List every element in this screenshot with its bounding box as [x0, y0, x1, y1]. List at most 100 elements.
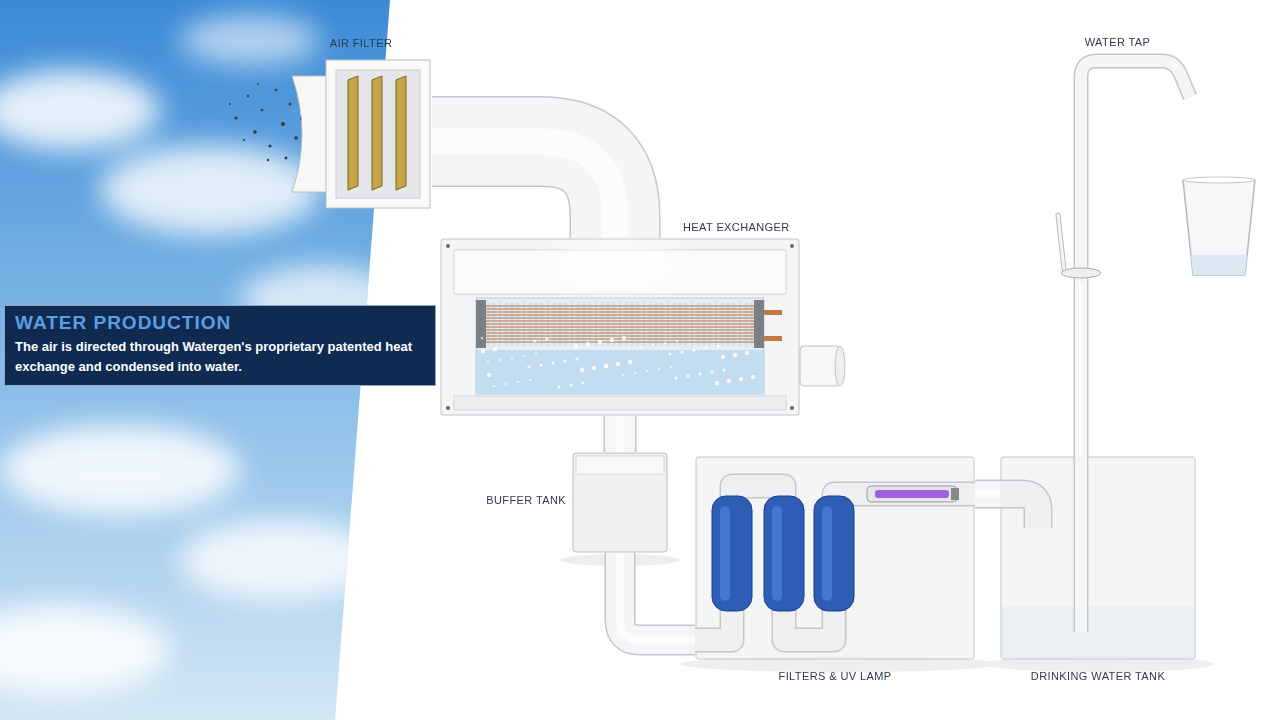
illustration-rect [764, 496, 804, 611]
illustration-ellipse [0, 605, 170, 695]
illustration-circle [676, 340, 678, 342]
illustration-circle [529, 379, 531, 381]
illustration-circle [243, 139, 245, 141]
panel-heading: WATER PRODUCTION [15, 311, 425, 335]
illustration-circle [622, 336, 626, 340]
illustration-circle [235, 117, 238, 120]
illustration-circle [580, 368, 584, 372]
illustration-circle [247, 95, 249, 97]
illustration-line [484, 314, 756, 315]
part-label: FILTERS & UV LAMP [779, 670, 892, 683]
water-tap: WATER TAP [1040, 55, 1195, 285]
illustration-rect [720, 506, 730, 601]
illustration-circle [493, 385, 495, 387]
illustration-circle [517, 381, 519, 383]
illustration-circle [481, 349, 485, 353]
illustration-circle [269, 145, 272, 148]
illustration-circle [511, 357, 513, 359]
illustration-circle [658, 368, 660, 370]
buffer-tank-drawing [572, 452, 668, 553]
pipe-stroke [620, 553, 695, 640]
illustration-path [1183, 180, 1255, 275]
illustration-path [1191, 255, 1247, 275]
pipe-stroke [432, 142, 615, 238]
illustration-circle [751, 375, 755, 379]
pipe-connector [1081, 285, 1082, 456]
illustration-circle [261, 109, 264, 112]
illustration-circle [586, 342, 590, 346]
illustration-circle [446, 406, 450, 410]
illustration-circle [722, 368, 725, 371]
illustration-circle [628, 348, 630, 350]
illustration-circle [294, 136, 298, 140]
pipe-stroke [1074, 285, 1089, 456]
illustration-circle [551, 361, 554, 364]
illustration-circle [527, 365, 530, 368]
illustration-rect [867, 486, 957, 502]
illustration-path [1000, 494, 1038, 528]
illustration-ellipse [0, 70, 160, 150]
illustration-circle [733, 353, 737, 357]
illustration-circle [569, 383, 572, 386]
illustration-path [695, 486, 975, 640]
illustration-circle [281, 122, 285, 126]
illustration-circle [668, 352, 671, 355]
illustration-circle [680, 350, 683, 353]
illustration-line [484, 329, 756, 330]
info-panel: WATER PRODUCTIONThe air is directed thro… [4, 305, 436, 386]
illustration-rect [822, 506, 832, 601]
illustration-circle [646, 370, 648, 372]
illustration-circle [634, 372, 636, 374]
illustration-rect [476, 350, 764, 394]
illustration-circle [692, 348, 695, 351]
illustration-path [292, 76, 330, 192]
illustration-rect [814, 496, 854, 611]
part-label: WATER TAP [1085, 36, 1151, 49]
illustration-rect [712, 496, 752, 611]
illustration-ellipse [520, 234, 710, 302]
illustration-path [1074, 456, 1089, 632]
pipe-stroke [975, 481, 1000, 507]
illustration-circle [581, 381, 584, 384]
pipe-stroke [605, 416, 635, 452]
part-label: DRINKING WATER TANK [1031, 670, 1165, 683]
pipe-stroke [1075, 285, 1087, 456]
illustration-rect [476, 298, 764, 394]
illustration-path [396, 76, 406, 190]
air-filter: AIR FILTER [290, 58, 432, 210]
drinking-glass [1183, 177, 1255, 275]
illustration-circle [592, 366, 596, 370]
illustration-circle [704, 346, 707, 349]
pipe-stroke [1079, 285, 1083, 456]
illustration-ellipse [0, 425, 240, 515]
filter-unit: FILTERS & UV LAMP [695, 456, 975, 660]
illustration-line [484, 308, 756, 309]
illustration-path [1000, 494, 1038, 528]
illustration-path [348, 76, 358, 190]
filter-unit-drawing [695, 456, 975, 660]
illustration-rect [1002, 606, 1194, 658]
illustration-circle [257, 83, 259, 85]
illustration-circle [574, 344, 578, 348]
illustration-circle [487, 373, 491, 377]
illustration-circle [481, 337, 483, 339]
illustration-circle [727, 379, 731, 383]
illustration-circle [790, 244, 794, 248]
illustration-circle [745, 351, 749, 355]
illustration-circle [535, 353, 537, 355]
illustration-rect [772, 506, 782, 601]
pipe-stroke [620, 553, 695, 640]
illustration-circle [721, 355, 725, 359]
illustration-circle [539, 363, 542, 366]
pipe-stroke [975, 480, 1000, 509]
illustration-circle [628, 360, 632, 364]
illustration-line [1058, 215, 1064, 269]
illustration-circle [493, 347, 497, 351]
illustration-ellipse [100, 145, 320, 235]
illustration-circle [716, 344, 719, 347]
illustration-line [484, 311, 756, 312]
illustration-rect [573, 453, 667, 552]
illustration-circle [652, 344, 654, 346]
exchanger-side-cylinder [800, 346, 845, 386]
pipe-stroke [604, 416, 637, 452]
